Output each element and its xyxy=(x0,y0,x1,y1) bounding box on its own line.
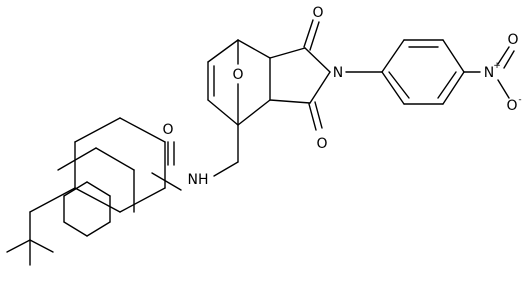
nitro-group xyxy=(463,46,515,99)
bond xyxy=(63,181,88,197)
bond xyxy=(207,99,239,126)
bond xyxy=(207,39,239,63)
bond xyxy=(309,21,320,51)
tert-butyl-group xyxy=(6,211,54,266)
bond xyxy=(309,71,331,104)
bond xyxy=(95,147,135,171)
bond xyxy=(29,187,76,213)
bond xyxy=(213,161,239,177)
nitro-oxygen-charge: - xyxy=(518,95,521,105)
benzene-ring-left xyxy=(29,117,166,213)
bond xyxy=(29,239,54,253)
bond xyxy=(119,117,166,143)
bond xyxy=(74,117,121,143)
bond xyxy=(151,172,182,191)
bond xyxy=(6,239,31,253)
benzene-ring-1 xyxy=(57,147,135,213)
bond xyxy=(86,221,111,237)
bond xyxy=(503,50,515,69)
atom-nitro-oxygen-bottom: O xyxy=(506,98,517,114)
atom-nitro-oxygen-top: O xyxy=(507,32,518,48)
bond xyxy=(388,71,410,99)
atom-nitro-nitrogen: N xyxy=(484,65,494,81)
bond xyxy=(314,101,323,129)
bond xyxy=(74,187,121,213)
atom-imide-oxygen-bottom: O xyxy=(316,136,327,152)
bond xyxy=(381,71,405,105)
bond xyxy=(269,47,306,59)
imide-ring xyxy=(269,19,331,131)
benzoyl-ring xyxy=(63,181,111,237)
amide-group xyxy=(151,124,239,191)
bond xyxy=(63,221,88,237)
bond xyxy=(237,39,271,59)
bond xyxy=(437,71,457,99)
bond xyxy=(442,39,465,73)
bond xyxy=(304,47,331,73)
oxabicyclic-core xyxy=(207,39,271,126)
atom-amide-nh: NH xyxy=(188,172,209,188)
nitrophenyl-ring xyxy=(345,39,465,105)
bond xyxy=(442,71,465,105)
bond xyxy=(119,187,166,213)
bond xyxy=(497,79,510,99)
bond xyxy=(237,99,271,126)
atom-bridge-oxygen: O xyxy=(232,67,243,83)
bond xyxy=(57,147,97,171)
atom-imide-oxygen-top: O xyxy=(312,5,323,21)
bond xyxy=(308,103,317,131)
nitro-nitrogen-charge: + xyxy=(493,61,501,71)
bond xyxy=(381,39,405,73)
bond xyxy=(497,46,510,65)
bond xyxy=(303,19,314,48)
atom-imide-nitrogen: N xyxy=(333,65,343,81)
bond xyxy=(86,181,111,197)
bond xyxy=(269,99,311,104)
atom-amide-oxygen: O xyxy=(162,122,173,138)
